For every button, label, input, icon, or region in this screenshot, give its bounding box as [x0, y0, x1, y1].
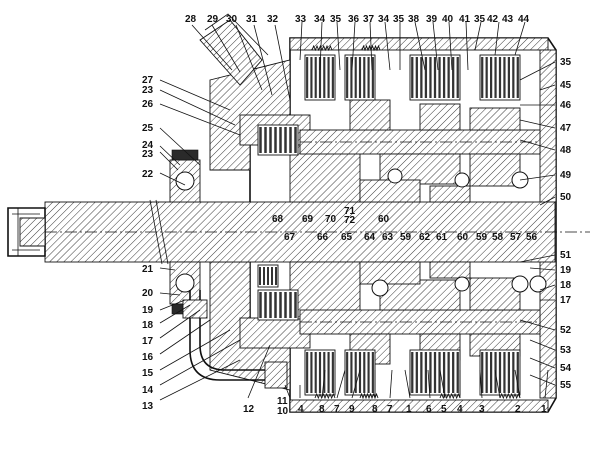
callout-55: 55: [560, 380, 572, 391]
callout-22: 22: [142, 169, 154, 180]
callout-41: 41: [459, 14, 471, 25]
callout-25: 25: [142, 123, 154, 134]
callout-6: 6: [426, 404, 432, 415]
leader-lines: [159, 21, 556, 401]
callout-61: 61: [436, 232, 448, 243]
callout-57: 57: [510, 232, 522, 243]
callout-14: 14: [142, 385, 154, 396]
callout-65: 65: [341, 232, 353, 243]
callout-7: 7: [334, 404, 340, 415]
callout-1: 1: [541, 404, 547, 415]
callout-18: 18: [142, 320, 154, 331]
callout-29: 29: [207, 14, 219, 25]
oil-pipe: [182, 290, 288, 389]
callout-35: 35: [474, 14, 486, 25]
callout-71: 71: [344, 206, 356, 217]
callout-40: 40: [442, 14, 454, 25]
callout-72: 72: [344, 215, 356, 226]
callout-32: 32: [267, 14, 279, 25]
callout-59: 59: [476, 232, 488, 243]
callout-62: 62: [419, 232, 431, 243]
callout-54: 54: [560, 363, 572, 374]
callout-31: 31: [246, 14, 258, 25]
callout-66: 66: [317, 232, 329, 243]
callout-19: 19: [142, 305, 154, 316]
callout-38: 38: [408, 14, 420, 25]
callout-9: 9: [349, 404, 355, 415]
callout-47: 47: [560, 123, 572, 134]
callout-67: 67: [284, 232, 296, 243]
callout-21: 21: [142, 264, 154, 275]
callout-37: 37: [363, 14, 375, 25]
callout-35: 35: [560, 57, 572, 68]
callout-45: 45: [560, 80, 572, 91]
callout-8: 8: [319, 404, 325, 415]
callout-56: 56: [526, 232, 538, 243]
callout-35: 35: [330, 14, 342, 25]
callout-4: 4: [457, 404, 463, 415]
callout-52: 52: [560, 325, 572, 336]
callout-68: 68: [272, 214, 284, 225]
callout-49: 49: [560, 170, 572, 181]
callout-11: 11: [277, 396, 288, 407]
callout-42: 42: [487, 14, 499, 25]
callout-30: 30: [226, 14, 238, 25]
callout-labels: 28 29 30 31 32 33 34 35 36 37 34 35 38 3…: [142, 14, 572, 417]
callout-20: 20: [142, 288, 154, 299]
callout-44: 44: [518, 14, 530, 25]
callout-35: 35: [393, 14, 405, 25]
callout-16: 16: [142, 352, 154, 363]
callout-5: 5: [441, 404, 447, 415]
callout-26: 26: [142, 99, 154, 110]
callout-50: 50: [560, 192, 572, 203]
callout-39: 39: [426, 14, 438, 25]
callout-60: 60: [457, 232, 469, 243]
callout-1: 1: [406, 404, 412, 415]
callout-69: 69: [302, 214, 314, 225]
callout-28: 28: [185, 14, 197, 25]
callout-36: 36: [348, 14, 360, 25]
callout-3: 3: [479, 404, 485, 415]
callout-27: 27: [142, 75, 154, 86]
callout-23: 23: [142, 149, 154, 160]
callout-34: 34: [378, 14, 390, 25]
callout-15: 15: [142, 368, 154, 379]
callout-17: 17: [560, 295, 572, 306]
callout-60: 60: [378, 214, 390, 225]
callout-19: 19: [560, 265, 572, 276]
callout-7: 7: [387, 404, 393, 415]
callout-13: 13: [142, 401, 154, 412]
callout-51: 51: [560, 250, 572, 261]
callout-17: 17: [142, 336, 154, 347]
callout-23: 23: [142, 85, 154, 96]
callout-53: 53: [560, 345, 572, 356]
callout-10: 10: [277, 406, 289, 417]
callout-33: 33: [295, 14, 307, 25]
callout-4: 4: [298, 404, 304, 415]
callout-58: 58: [492, 232, 504, 243]
callout-43: 43: [502, 14, 514, 25]
callout-64: 64: [364, 232, 376, 243]
callout-46: 46: [560, 100, 572, 111]
lower-countershaft: [299, 277, 541, 365]
callout-34: 34: [314, 14, 326, 25]
callout-2: 2: [515, 404, 521, 415]
callout-63: 63: [382, 232, 394, 243]
callout-12: 12: [243, 404, 255, 415]
callout-18: 18: [560, 280, 572, 291]
callout-70: 70: [325, 214, 337, 225]
callout-24: 24: [142, 140, 154, 151]
callout-48: 48: [560, 145, 572, 156]
callout-8: 8: [372, 404, 378, 415]
main-shaft-gears: [359, 168, 547, 297]
callout-59: 59: [400, 232, 412, 243]
